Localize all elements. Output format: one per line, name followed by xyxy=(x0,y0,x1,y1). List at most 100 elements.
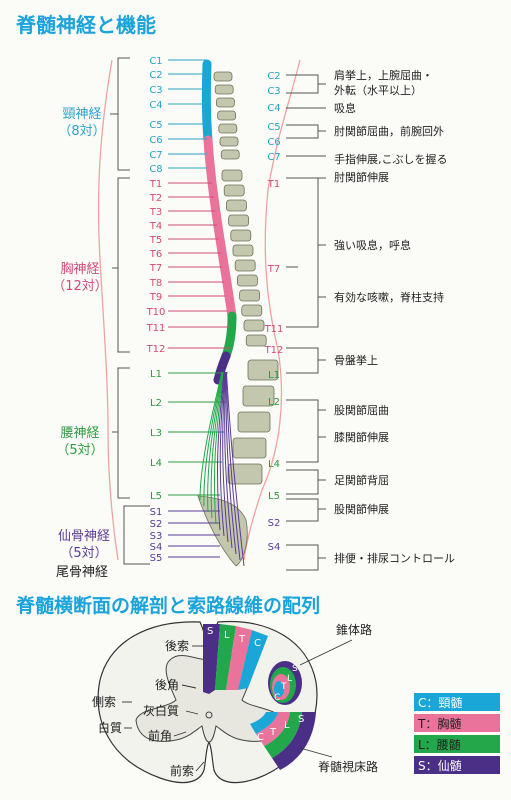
cervical-cord xyxy=(201,59,213,145)
level-label-s3: S3 xyxy=(150,531,163,542)
cervical-group-count: （8対） xyxy=(58,124,105,139)
right-level-label-c7: C7 xyxy=(267,152,280,163)
vertebra xyxy=(239,289,261,302)
right-level-label-s2: S2 xyxy=(268,518,281,529)
function-pelvis-lift: 骨盤挙上 xyxy=(334,354,378,367)
cauda-equina-fiber xyxy=(216,371,225,531)
level-label-c8: C8 xyxy=(149,164,162,175)
title-spinal-nerves: 脊髄神経と機能 xyxy=(15,13,156,37)
vertebra xyxy=(220,149,240,160)
level-label-t10: T10 xyxy=(146,307,166,318)
cauda-equina-fiber xyxy=(213,371,225,525)
right-level-label-l1: L1 xyxy=(268,370,280,381)
cauda-equina-fiber xyxy=(224,371,233,549)
function-knee-extension: 膝関節伸展 xyxy=(334,430,389,444)
level-label-t5: T5 xyxy=(149,235,162,246)
legend-swatch-l xyxy=(414,735,500,753)
level-label-s1: S1 xyxy=(150,507,163,518)
cauda-equina-fiber xyxy=(203,371,223,507)
label-anterior-funiculus: 前索 xyxy=(170,763,194,778)
central-canal xyxy=(205,711,213,719)
vertebra xyxy=(242,385,275,407)
pyramidal-letter-t: T xyxy=(280,682,287,692)
pyramidal-letter-l: L xyxy=(287,674,292,684)
legend-swatch-c xyxy=(414,693,500,711)
left-group-labels: 頸神経 （8対） 胸神経 （12対） 腰神経 （5対） 仙骨神経 （5対） 尾骨… xyxy=(52,107,110,580)
cauda-equina-fiber xyxy=(210,371,224,519)
level-label-t9: T9 xyxy=(149,292,162,303)
dorsal-column-tracts: S L T C xyxy=(203,624,268,694)
pyramidal-tract-label: 錐体路 xyxy=(336,622,372,637)
pyramidal-tract-oval: C T L S xyxy=(268,661,302,705)
body-outline xyxy=(97,59,301,561)
right-level-label-c5: C5 xyxy=(267,122,280,133)
function-elbow-extension: 肘関節伸展 xyxy=(334,170,389,184)
dorsal-letter-t: T xyxy=(238,634,246,645)
lumbar-group-name: 腰神経 xyxy=(60,426,99,441)
level-label-l4: L4 xyxy=(150,458,162,469)
vertebra xyxy=(230,229,252,242)
legend-label-t: T：胸髄 xyxy=(417,716,461,731)
label-gray-matter: 灰白質 xyxy=(143,703,179,718)
vertebra xyxy=(236,274,258,287)
function-bowel-bladder: 排便・排尿コントロール xyxy=(334,551,455,565)
left-level-labels: C1C2C3C4C5C6C7C8T1T2T3T4T5T6T7T8T9T10T11… xyxy=(146,56,166,564)
spinothalamic-letter-c: C xyxy=(257,732,264,743)
cauda-equina-fiber xyxy=(225,371,237,555)
thoracic-group-count: （12対） xyxy=(52,279,108,294)
color-legend: C：頸髄T：胸髄L：腰髄S：仙髄 xyxy=(414,693,500,774)
vertebra xyxy=(243,319,265,332)
label-posterior-funiculus: 後索 xyxy=(165,639,189,653)
legend-label-l: L：腰髄 xyxy=(418,737,461,752)
right-level-label-c2: C2 xyxy=(267,71,280,82)
level-label-t7: T7 xyxy=(149,263,162,274)
function-elbow-flexion: 肘関節屈曲，前腕回外 xyxy=(334,124,444,138)
legend-label-c: C：頸髄 xyxy=(418,695,462,710)
vertebra xyxy=(217,110,237,121)
thoracic-group-name: 胸神経 xyxy=(60,262,99,277)
cauda-equina-fiber xyxy=(199,371,223,501)
right-level-label-c3: C3 xyxy=(267,86,280,97)
vertebra xyxy=(219,136,239,147)
function-hip-flexion: 股関節屈曲 xyxy=(334,403,389,417)
sacral-cord xyxy=(213,351,231,385)
label-posterior-horn: 後角 xyxy=(155,678,179,692)
vertebra xyxy=(213,71,233,82)
right-level-label-l4: L4 xyxy=(268,459,280,470)
cross-section: S L T C C T L S C T L S xyxy=(92,620,378,784)
level-label-c3: C3 xyxy=(149,85,162,96)
right-level-label-c6: C6 xyxy=(267,137,280,148)
cauda-equina-fiber xyxy=(225,371,245,567)
function-cough: 有効な咳嗽，脊柱支持 xyxy=(334,290,444,304)
function-hip-extension: 股関節伸展 xyxy=(334,502,389,516)
label-anterior-horn: 前角 xyxy=(148,728,172,743)
level-label-c7: C7 xyxy=(149,150,162,161)
function-abduction: 外転（水平以上） xyxy=(334,84,422,97)
spinothalamic-letter-s: S xyxy=(298,714,304,725)
level-label-t6: T6 xyxy=(149,249,162,260)
level-label-c2: C2 xyxy=(149,70,162,81)
vertebra xyxy=(218,123,238,134)
right-brackets xyxy=(286,74,326,571)
right-level-label-c4: C4 xyxy=(267,103,280,114)
nerve-roots xyxy=(168,59,245,567)
vertebra xyxy=(247,359,279,381)
vertebra xyxy=(234,259,256,272)
dorsal-letter-s: S xyxy=(207,626,213,637)
dorsal-letter-c: C xyxy=(254,638,261,649)
level-label-t1: T1 xyxy=(149,179,162,190)
left-brackets xyxy=(110,57,150,565)
vertebra xyxy=(225,199,247,212)
pyramidal-leader-line xyxy=(299,639,353,666)
function-inspiration: 吸息 xyxy=(334,101,356,115)
sacral-group-name: 仙骨神経 xyxy=(58,529,110,544)
level-label-l1: L1 xyxy=(150,369,162,380)
vertebra xyxy=(223,184,245,197)
spinothalamic-leader-line xyxy=(299,747,333,758)
sacral-group-count: （5対） xyxy=(60,546,107,561)
dorsal-letter-l: L xyxy=(224,630,230,641)
right-level-label-t7: T7 xyxy=(267,264,280,275)
